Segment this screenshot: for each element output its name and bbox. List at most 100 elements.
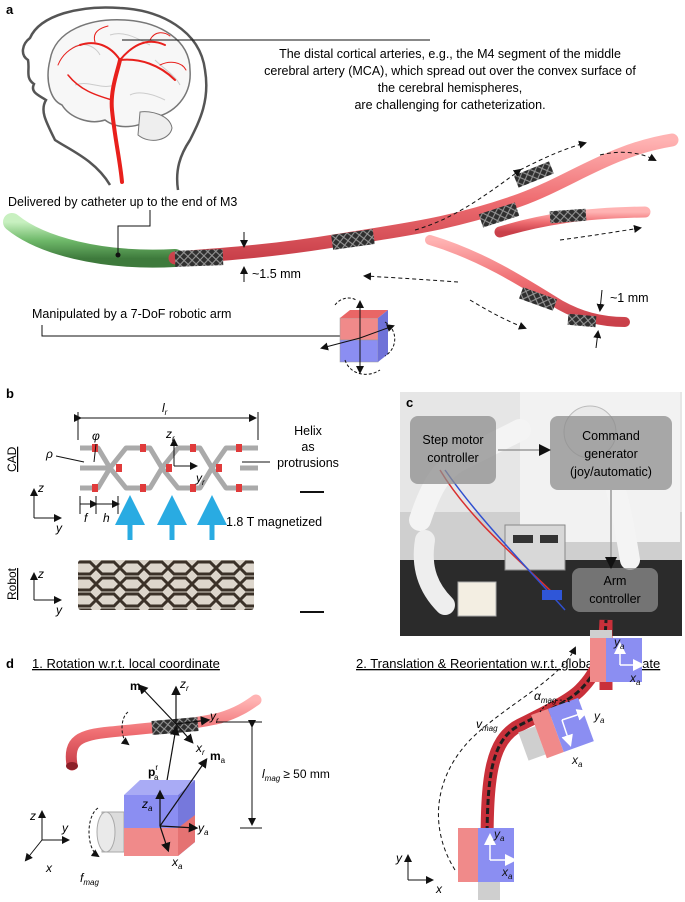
cad-stent — [80, 440, 258, 498]
panel-letter-c: c — [406, 395, 413, 410]
robot-photo — [78, 560, 254, 610]
d2-xa-label-bottom: xa — [501, 865, 513, 881]
robot-axis-z-label: z — [37, 567, 44, 581]
helix-label: Helix as protrusions — [277, 424, 339, 470]
cad-axis-y-label: y — [55, 521, 63, 535]
svg-text:Helix: Helix — [294, 424, 323, 438]
cad-axis-z-label: z — [37, 481, 44, 495]
svg-text:protrusions: protrusions — [277, 456, 339, 470]
d1-robot-axes — [138, 684, 211, 744]
brain — [47, 19, 191, 128]
panel-letter-a: a — [6, 2, 14, 17]
svg-text:Arm: Arm — [604, 574, 627, 588]
lmag-label: lmag≥ 50 mm — [262, 767, 330, 783]
vmag-label: vmag — [476, 717, 498, 733]
caption-line-2: cerebral artery (MCA), which spread out … — [264, 64, 636, 78]
diameter-small-arrow-bottom — [593, 330, 602, 349]
robot-segment-5 — [549, 208, 587, 224]
cad-zr-label: zr — [165, 427, 175, 443]
svg-text:(joy/automatic): (joy/automatic) — [570, 465, 652, 479]
head-outline — [21, 6, 208, 191]
d1-magnet-axes — [155, 758, 208, 853]
phi-label: φ — [92, 429, 100, 443]
d2-xa-label-middle: xa — [571, 753, 583, 769]
f-label: f — [84, 511, 89, 525]
h-label: h — [103, 511, 110, 525]
d1-xr-label: xr — [195, 741, 205, 757]
motion-arrows-a — [363, 140, 657, 330]
d1-axis-x-label: x — [45, 861, 53, 875]
panel-letter-d: d — [6, 656, 14, 671]
svg-text:Command: Command — [582, 429, 640, 443]
caption-line-4: are challenging for catheterization. — [354, 98, 545, 112]
rho-leader — [55, 455, 85, 463]
magnetized-label: 1.8 T magnetized — [226, 515, 322, 529]
svg-text:Step motor: Step motor — [422, 433, 483, 447]
d1-za-label: za — [141, 797, 153, 813]
fmag-rotation-arrow — [88, 807, 100, 858]
d2-magnet-bottom — [458, 828, 514, 900]
step-motor-box: Step motor controller — [410, 416, 496, 484]
vessel-lower-branch — [425, 235, 630, 327]
d2-axis-y-label: y — [395, 851, 403, 865]
d1-ma-label: ma — [210, 749, 226, 765]
d1-vessel-opening — [66, 762, 78, 770]
arm-leader — [41, 325, 340, 337]
vessel-tree — [3, 133, 679, 328]
robot-segment-4 — [513, 161, 554, 188]
panel-a-caption: The distal cortical arteries, e.g., the … — [264, 47, 636, 112]
svg-text:controller: controller — [589, 592, 640, 606]
magnet-cube-arrows — [320, 300, 395, 374]
arm-controller-box: Arm controller — [572, 568, 658, 612]
d1-ya-label: ya — [197, 821, 209, 837]
panel-d-title-1: 1. Rotation w.r.t. local coordinate — [32, 656, 220, 671]
caption-line-3: the cerebral hemispheres, — [378, 81, 523, 95]
arm-label: Manipulated by a 7-DoF robotic arm — [32, 307, 231, 321]
robot-segment-2 — [331, 229, 375, 250]
vessel-main-branch — [168, 133, 679, 265]
cad-yr-label: yr — [195, 471, 205, 487]
d2-axis-x-label: x — [435, 882, 443, 896]
cad-label: CAD — [5, 446, 19, 472]
magnet-cube-a — [339, 310, 388, 363]
d1-mr-label: mr — [130, 679, 144, 695]
panel-letter-b: b — [6, 386, 14, 401]
robot-label: Robot — [5, 567, 19, 600]
d2-ya-label-top: ya — [613, 635, 625, 651]
robot-segment-6 — [519, 287, 557, 311]
magnetization-arrows — [115, 495, 227, 540]
d2-magnet-middle — [518, 697, 594, 761]
diameter-large-label: ~1.5 mm — [252, 267, 301, 281]
d2-ya-label-middle: ya — [593, 709, 605, 725]
catheter — [3, 213, 184, 268]
cerebral-arteries — [57, 25, 187, 184]
d1-zr-label: zr — [179, 677, 189, 693]
length-label: lr — [162, 401, 168, 417]
d1-xa-label: xa — [171, 855, 183, 871]
d2-xa-label-top: xa — [629, 671, 641, 687]
command-generator-box: Command generator (joy/automatic) — [550, 416, 672, 490]
d1-yr-label: yr — [209, 709, 219, 725]
d1-magnet — [96, 780, 195, 856]
panel-d-title-2: 2. Translation & Reorientation w.r.t. gl… — [356, 656, 660, 671]
alpha-mag-label: αmag — [534, 689, 557, 705]
robot-segment-3 — [478, 202, 520, 228]
catheter-leader-dot — [115, 252, 121, 258]
robot-segment-1 — [174, 249, 224, 267]
caption-line-1: The distal cortical arteries, e.g., the … — [279, 47, 621, 61]
robot-axis-y-label: y — [55, 603, 63, 617]
diameter-small-arrow-top — [596, 289, 605, 312]
d1-x-axis — [24, 839, 43, 862]
d1-axis-z-label: z — [29, 809, 36, 823]
d1-rotation-arrow — [120, 711, 130, 746]
d1-axis-y-label: y — [61, 821, 69, 835]
vmag-arrow — [438, 646, 577, 871]
cerebellum — [137, 111, 173, 141]
magnet-rotation-arrows — [334, 297, 396, 375]
robot-segment-7 — [567, 313, 597, 328]
catheter-leader — [117, 210, 151, 255]
rho-label: ρ — [45, 447, 53, 461]
d2-ya-label-bottom: ya — [493, 827, 505, 843]
